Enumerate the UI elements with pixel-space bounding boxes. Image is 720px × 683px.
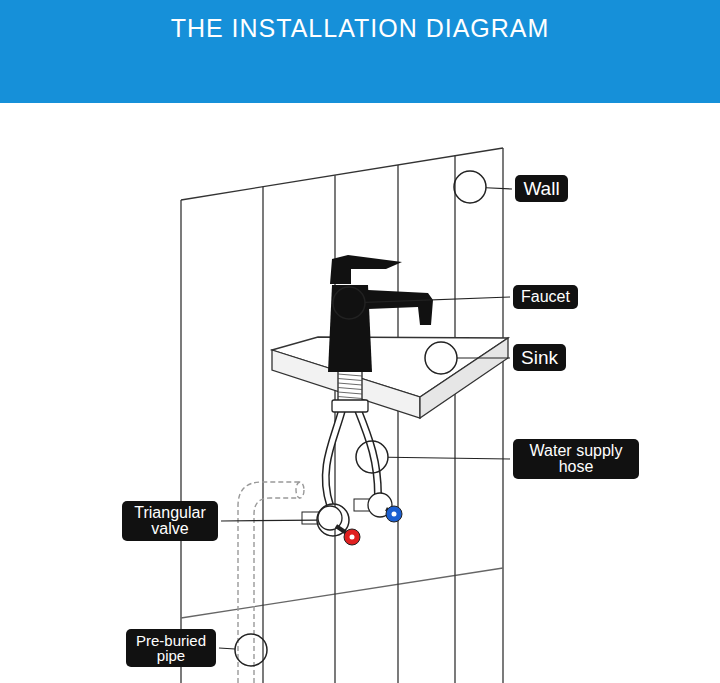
sink-drawing (272, 337, 508, 418)
callout-label: Water supply hose (513, 439, 639, 480)
leader-line (486, 188, 512, 189)
callout-circle (454, 171, 486, 203)
wall-panel-line (397, 165, 398, 683)
triangular-valve-drawing (302, 493, 402, 545)
thread-line (338, 392, 362, 394)
callout-text: Water supply hose (521, 443, 631, 476)
leader-line (388, 457, 510, 459)
title: THE INSTALLATION DIAGRAM (0, 14, 720, 43)
wall-drawing (181, 148, 503, 683)
callout-circle (425, 342, 457, 374)
callout-text: Triangular valve (130, 505, 210, 538)
callout-text: Sink (521, 348, 558, 367)
callout-circle (356, 441, 388, 473)
leader-line (221, 520, 317, 522)
callout-label: Pre-buried pipe (126, 629, 216, 668)
callout-circle (235, 634, 267, 666)
callout-text: Pre-buried pipe (134, 633, 208, 664)
callout-circle (333, 287, 365, 319)
water-supply-hose-drawing (326, 370, 378, 505)
leader-lines (219, 171, 512, 666)
wall-panel-line (454, 156, 455, 683)
wall-panel-line (262, 187, 263, 683)
faucet-drawing (328, 255, 433, 372)
thread-line (338, 388, 362, 390)
header-band (0, 0, 720, 103)
thread-line (338, 379, 362, 381)
callout-label: Faucet (513, 285, 578, 309)
thread-line (338, 397, 362, 399)
leader-line (457, 357, 510, 358)
callout-label: Wall (515, 175, 568, 202)
leader-line (219, 648, 235, 649)
callout-label: Sink (513, 344, 566, 371)
callout-text: Wall (523, 179, 560, 198)
callout-circle (317, 504, 349, 536)
callout-label: Triangular valve (122, 501, 218, 542)
callout-text: Faucet (521, 289, 570, 305)
pre-buried-pipe-drawing (238, 482, 304, 683)
thread-line (338, 374, 362, 376)
thread-line (338, 383, 362, 385)
leader-line (365, 297, 510, 302)
